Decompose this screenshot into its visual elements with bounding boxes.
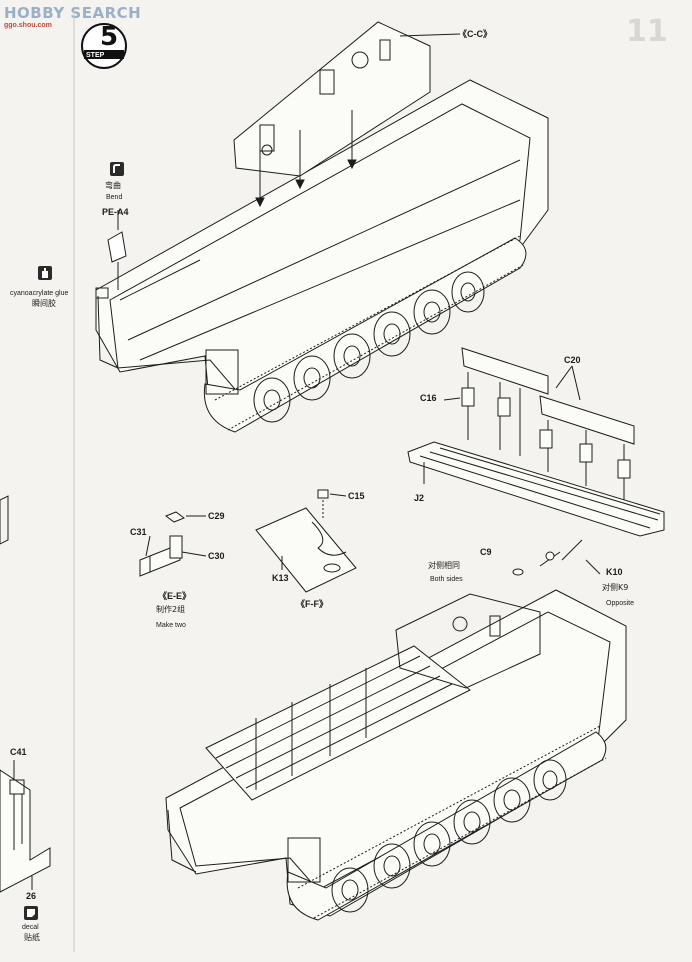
step-number: 5 bbox=[100, 22, 119, 52]
part-c41: C41 bbox=[10, 747, 27, 757]
part-26: 26 bbox=[26, 891, 37, 901]
part-c9: C9 bbox=[480, 547, 492, 557]
both-sides-cn: 对侧相同 bbox=[428, 561, 460, 570]
seat-subassembly bbox=[407, 347, 665, 537]
make-two-en: Make two bbox=[156, 622, 186, 629]
bend-icon bbox=[110, 162, 124, 176]
part-c31: C31 bbox=[130, 527, 147, 537]
decal-icon bbox=[24, 906, 38, 920]
glue-label-en: cyanoacrylate glue bbox=[10, 290, 69, 297]
make-two-cn: 制作2组 bbox=[156, 605, 186, 614]
watermark-site: ggo.shou.com bbox=[4, 22, 52, 29]
opposite-en: Opposite bbox=[606, 600, 635, 607]
lower-road-wheels bbox=[331, 759, 567, 913]
page-number: 11 bbox=[626, 14, 668, 49]
bend-label-en: Bend bbox=[106, 194, 123, 201]
left-edge-partial bbox=[0, 495, 51, 893]
both-sides-en: Both sides bbox=[430, 576, 463, 583]
callout-cc: 《C-C》 bbox=[458, 29, 492, 39]
part-c20: C20 bbox=[564, 355, 581, 365]
bend-label-cn: 弯曲 bbox=[105, 181, 121, 190]
part-j2: J2 bbox=[414, 493, 425, 503]
callout-ee: 《E-E》 bbox=[158, 591, 192, 601]
glue-label-cn: 瞬间胶 bbox=[32, 299, 56, 308]
part-c15: C15 bbox=[348, 491, 365, 501]
lower-hull bbox=[165, 589, 627, 921]
watermark-logo: HOBBY SEARCH bbox=[4, 4, 142, 22]
part-k10: K10 bbox=[606, 567, 623, 577]
ff-subassembly bbox=[255, 489, 357, 593]
pe-part-label: PE-A4 bbox=[102, 207, 129, 217]
callout-ff: 《F-F》 bbox=[296, 599, 328, 609]
part-c30: C30 bbox=[208, 551, 225, 561]
step-badge-icon bbox=[81, 23, 127, 69]
part-c29: C29 bbox=[208, 511, 225, 521]
ee-subassembly bbox=[139, 511, 207, 577]
c9-k10-subassembly bbox=[512, 539, 601, 576]
upper-road-wheels bbox=[253, 271, 485, 423]
opposite-cn: 对侧K9 bbox=[602, 583, 629, 592]
decal-label-cn: 贴纸 bbox=[24, 933, 40, 942]
part-c16: C16 bbox=[420, 393, 437, 403]
glue-icon bbox=[38, 266, 52, 280]
upper-hull bbox=[95, 21, 549, 433]
part-k13: K13 bbox=[272, 573, 289, 583]
step-label: STEP bbox=[86, 52, 105, 59]
decal-label-en: decal bbox=[22, 924, 39, 931]
